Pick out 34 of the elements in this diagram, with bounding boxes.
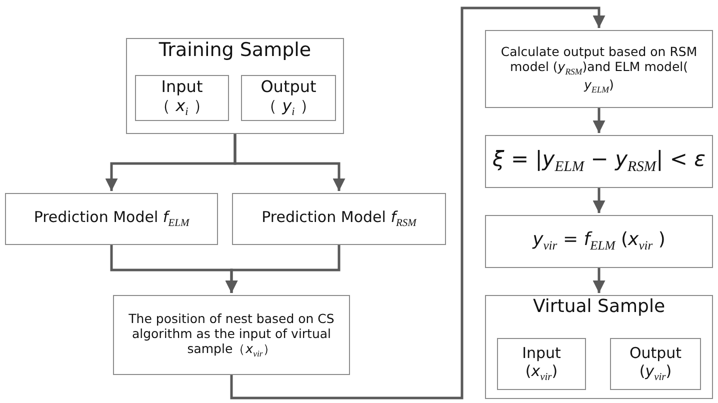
process-box — [5, 193, 218, 245]
arrow — [225, 245, 340, 293]
box-text: Input — [161, 76, 203, 96]
process-box — [610, 338, 701, 390]
group-box — [126, 38, 344, 134]
box-subtext: (x$_{vir}$) — [525, 362, 558, 384]
box-text: The position of nest based on CS algorithm as the input of virtual sample（x$_{vir}$） — [128, 311, 336, 359]
arrow — [592, 188, 606, 213]
group-title: Training Sample — [158, 39, 312, 62]
process-box — [113, 295, 350, 375]
arrow — [230, 6, 606, 400]
group-box — [485, 295, 713, 399]
box-text: Output — [260, 76, 316, 96]
process-box — [241, 75, 336, 121]
group-title: Virtual Sample — [532, 296, 666, 318]
box-text: Output — [629, 344, 682, 362]
process-box — [135, 75, 229, 121]
process-box — [232, 193, 446, 245]
arrow — [234, 134, 346, 191]
box-text: Prediction Model f$_{RSM}$ — [262, 208, 416, 230]
box-text: Prediction Model f$_{ELM}$ — [34, 208, 190, 230]
box-text: Calculate output based on RSM model (y$_{RSM}$)and ELM model( y$_{ELM}$) — [500, 44, 698, 94]
process-box — [485, 135, 713, 188]
process-box — [497, 338, 586, 390]
box-subtext: （ y$_{i}$ ） — [261, 96, 316, 120]
box-subtext: （ x$_{i}$ ） — [154, 96, 210, 120]
box-text: ξ = |y$_{ELM}$ − y$_{RSM}$| < ε — [492, 146, 706, 176]
arrow — [592, 108, 606, 133]
box-text: Input — [522, 344, 561, 362]
box-text: y$_{vir}$ = f$_{ELM}$ (x$_{vir}$ ) — [532, 229, 666, 254]
process-box — [485, 215, 713, 268]
box-subtext: (y$_{vir}$) — [639, 362, 672, 384]
arrow — [592, 268, 606, 293]
process-box — [485, 30, 713, 108]
